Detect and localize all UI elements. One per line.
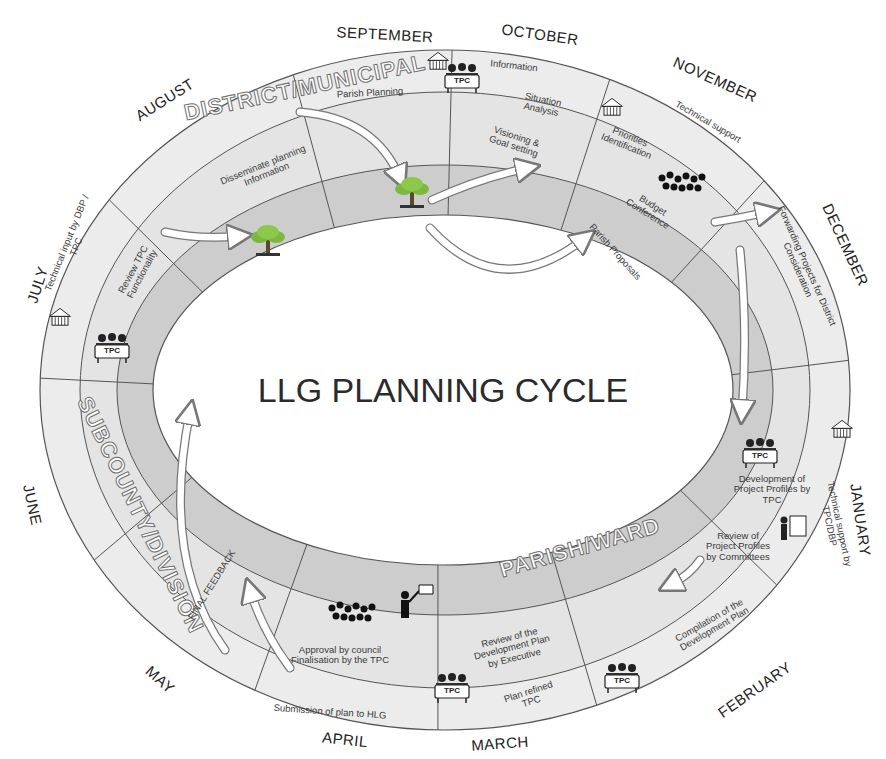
month-label: NOVEMBER [671,54,760,106]
month-label: OCTOBER [501,21,580,48]
month-label: SEPTEMBER [336,24,434,46]
sector-line [552,552,597,705]
activity-text: Review of Project Profiles by Committees [702,531,774,562]
tpc-label: TPC [104,347,120,356]
sector-line [437,565,438,730]
sector-line [40,378,153,384]
tpc-label: TPC [752,452,768,461]
month-label: FEBRUARY [715,659,794,722]
month-label: APRIL [321,729,368,750]
sector-line [561,79,610,230]
month-label: MAY [142,663,177,697]
tpc-label: TPC [444,687,460,696]
diagram-title: LLG PLANNING CYCLE [258,371,628,410]
sector-line [672,181,765,283]
activity-text: Approval by council Finalisation by the … [275,645,405,666]
month-label: JUNE [20,483,45,527]
sector-line [732,360,849,374]
month-label: MARCH [471,734,530,754]
month-label: JANUARY [847,483,874,558]
activity-text: Development of Project Profiles by TPC [730,474,815,505]
tpc-label: TPC [614,677,630,686]
tpc-label: TPC [454,77,470,86]
